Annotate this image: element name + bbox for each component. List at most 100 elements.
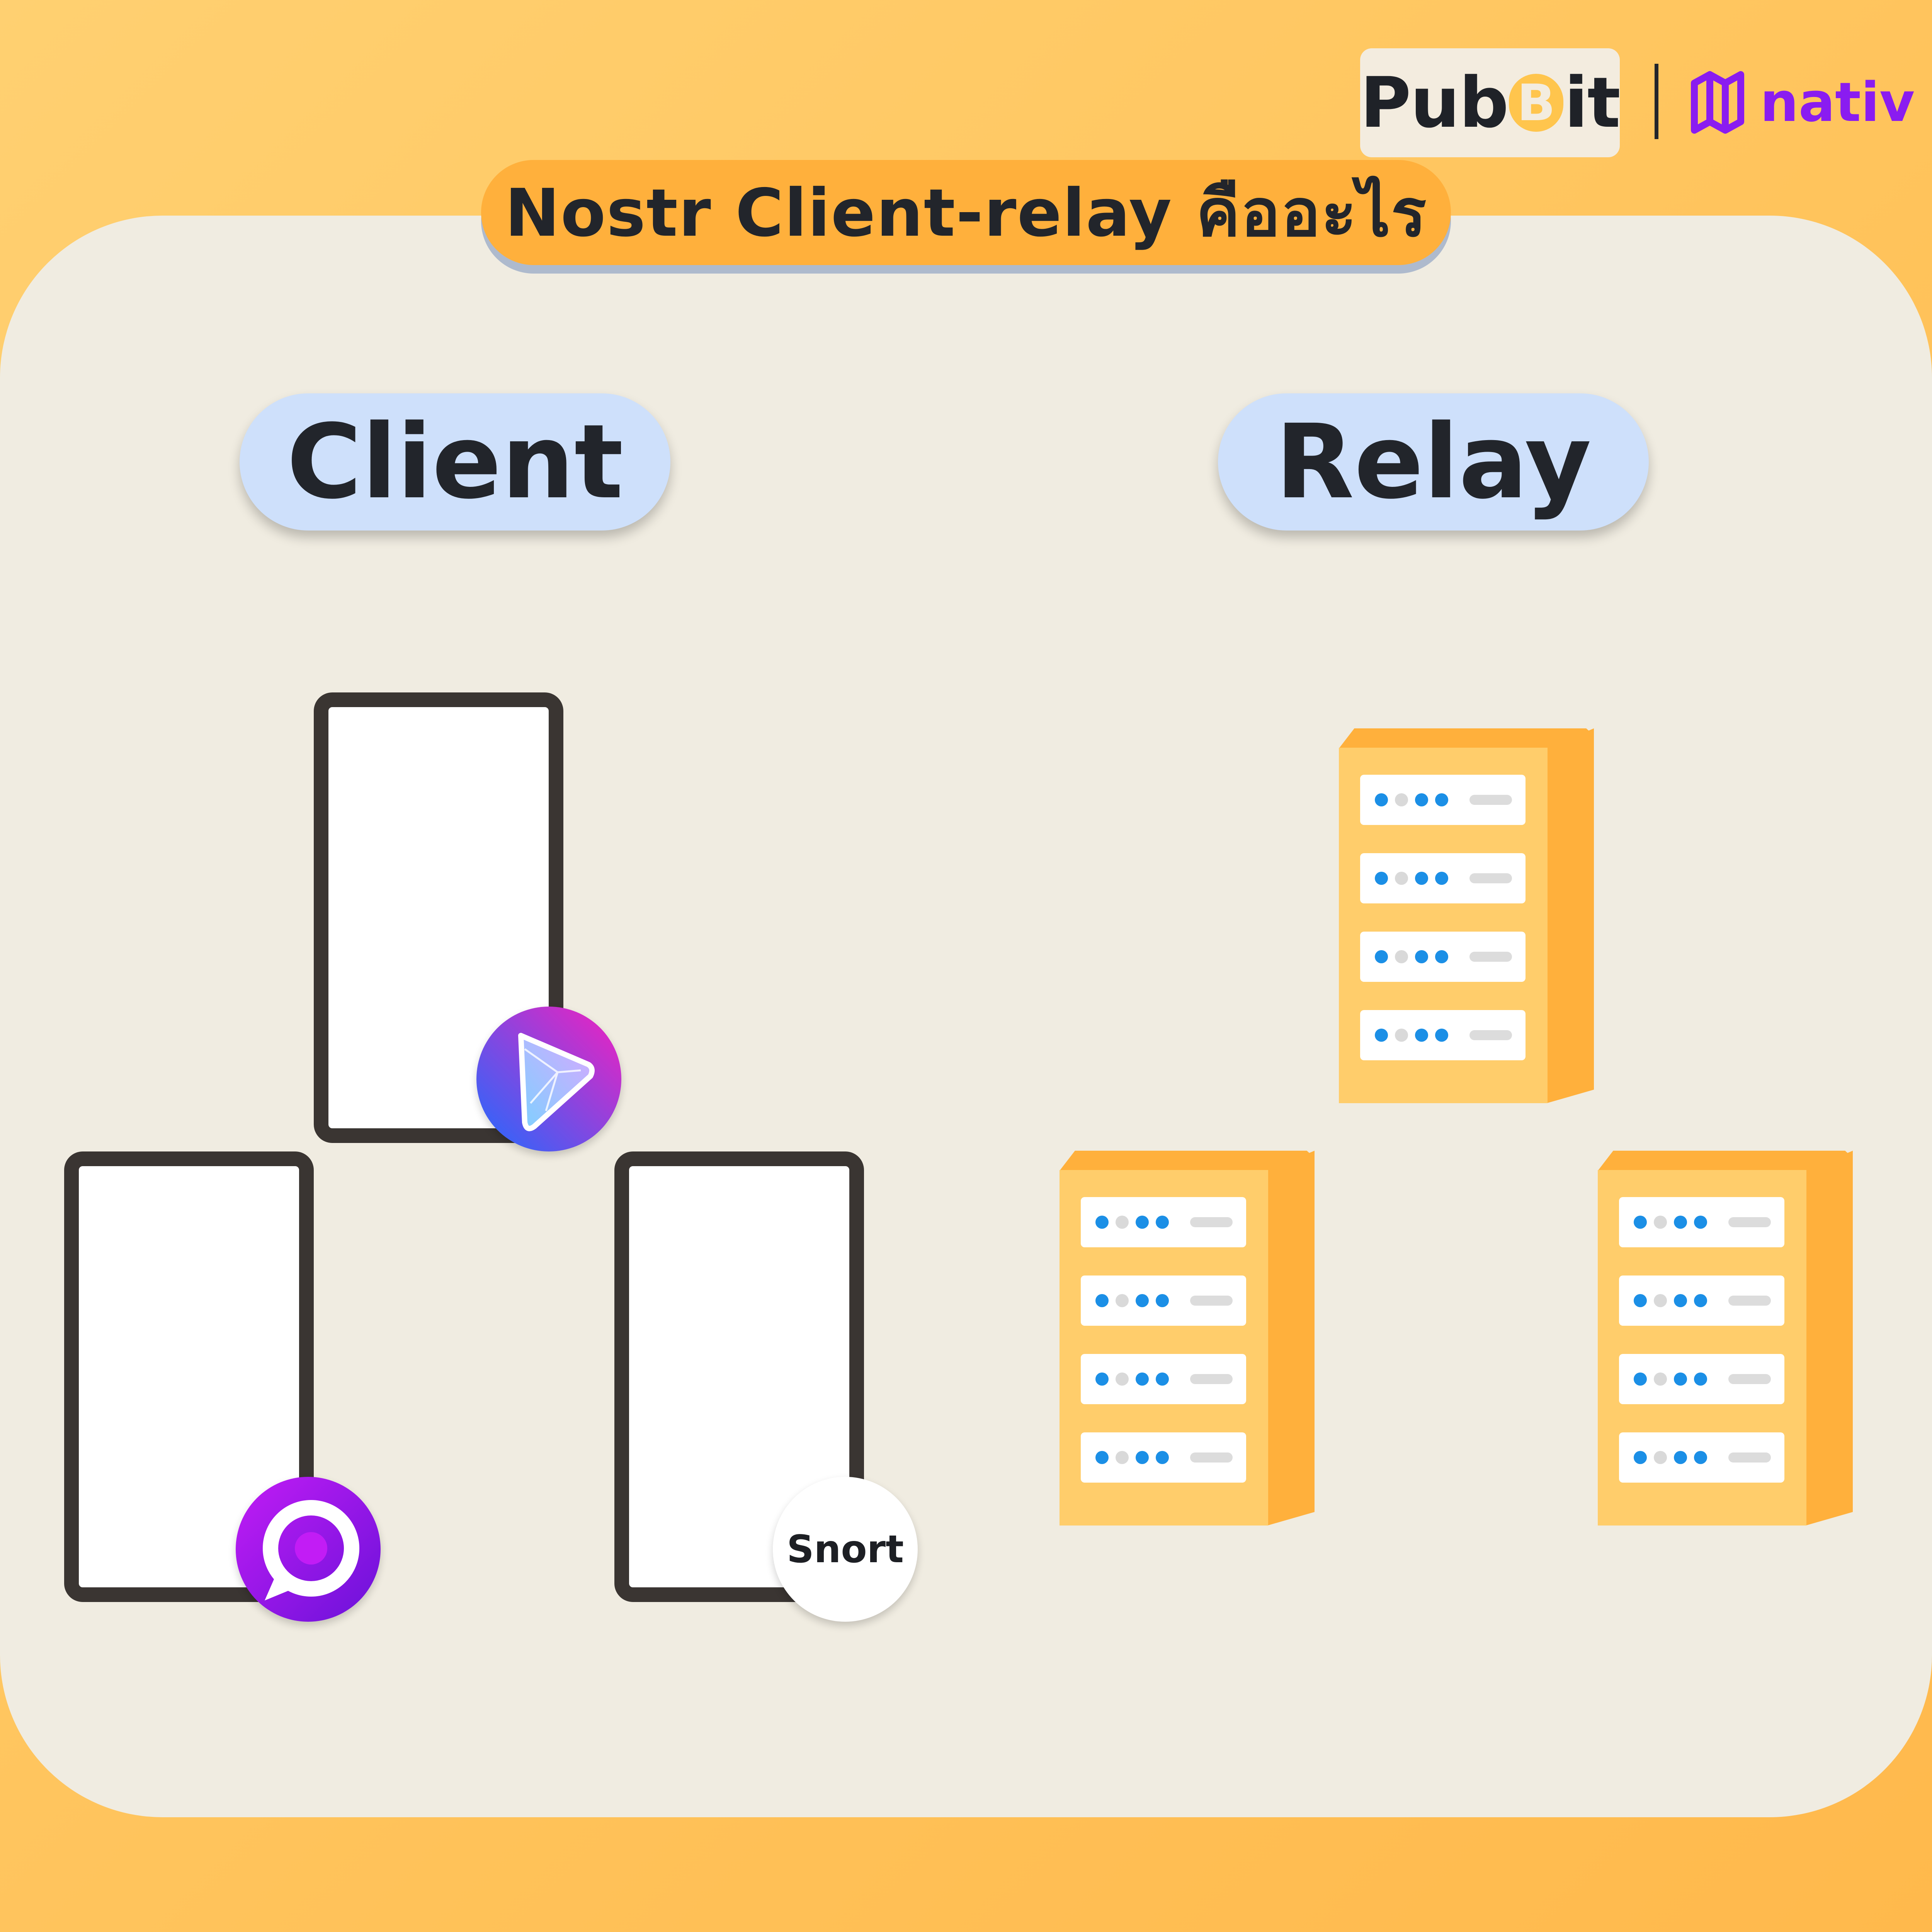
status-light-off [1116, 1372, 1129, 1386]
status-light-off [1654, 1451, 1667, 1464]
status-light-on [1136, 1372, 1149, 1386]
damus-icon [476, 1007, 621, 1151]
nativ-map-icon [1691, 71, 1744, 134]
server-slot [1081, 1276, 1246, 1326]
drive-bar [1469, 873, 1512, 883]
status-light-on [1435, 872, 1448, 885]
server-slot [1619, 1432, 1784, 1483]
status-light-off [1116, 1294, 1129, 1307]
status-light-on [1435, 950, 1448, 963]
server-top [1060, 1151, 1315, 1171]
server-slot [1081, 1432, 1246, 1483]
status-light-on [1375, 1029, 1388, 1042]
client-phone-top [314, 692, 563, 1143]
client-tag: Client [240, 393, 670, 531]
server-front [1598, 1170, 1806, 1526]
server-slot [1081, 1354, 1246, 1404]
pubbit-logo-left: Pub [1360, 62, 1509, 143]
status-light-on [1156, 1216, 1169, 1229]
client-label: Client [286, 402, 624, 522]
status-light-on [1694, 1372, 1707, 1386]
status-light-on [1674, 1216, 1687, 1229]
status-light-off [1395, 1029, 1408, 1042]
status-light-on [1435, 1029, 1448, 1042]
status-light-off [1395, 793, 1408, 806]
status-light-on [1156, 1294, 1169, 1307]
status-light-on [1634, 1294, 1647, 1307]
drive-bar [1728, 1296, 1771, 1306]
server-side [1806, 1151, 1853, 1526]
status-light-on [1136, 1216, 1149, 1229]
relay-server [1598, 1151, 1853, 1526]
status-light-on [1694, 1294, 1707, 1307]
server-top [1339, 728, 1594, 748]
status-light-on [1156, 1451, 1169, 1464]
nativ-logo: nativ [1687, 64, 1915, 141]
relay-tag: Relay [1218, 393, 1649, 531]
status-light-on [1375, 950, 1388, 963]
status-light-on [1095, 1451, 1109, 1464]
server-front [1339, 748, 1548, 1103]
drive-bar [1728, 1217, 1771, 1227]
server-slot [1360, 1010, 1526, 1060]
server-slot [1619, 1354, 1784, 1404]
relay-label: Relay [1275, 402, 1592, 522]
status-light-on [1136, 1451, 1149, 1464]
server-slot [1619, 1197, 1784, 1247]
status-light-on [1095, 1294, 1109, 1307]
status-light-on [1634, 1451, 1647, 1464]
status-light-off [1654, 1372, 1667, 1386]
drive-bar [1469, 952, 1512, 962]
server-top [1598, 1151, 1853, 1171]
status-light-on [1694, 1216, 1707, 1229]
status-light-on [1095, 1216, 1109, 1229]
bitcoin-coin-icon: B [1509, 74, 1564, 132]
status-light-on [1674, 1294, 1687, 1307]
server-slot [1081, 1197, 1246, 1247]
server-slot [1360, 775, 1526, 825]
status-light-on [1694, 1451, 1707, 1464]
status-light-off [1654, 1216, 1667, 1229]
status-light-off [1654, 1294, 1667, 1307]
status-light-on [1156, 1372, 1169, 1386]
status-light-off [1116, 1216, 1129, 1229]
nativ-logo-text: nativ [1760, 71, 1915, 134]
status-light-off [1116, 1451, 1129, 1464]
drive-bar [1190, 1217, 1233, 1227]
drive-bar [1190, 1452, 1233, 1463]
snort-label: Snort [787, 1527, 904, 1571]
status-light-on [1415, 793, 1428, 806]
status-light-off [1395, 872, 1408, 885]
server-side [1547, 728, 1594, 1103]
snort-icon: Snort [773, 1477, 918, 1622]
server-slot [1360, 853, 1526, 903]
status-light-on [1634, 1216, 1647, 1229]
drive-bar [1728, 1452, 1771, 1463]
title-pill: Nostr Client-relay คืออะไร [481, 160, 1451, 265]
status-light-on [1375, 872, 1388, 885]
pubbit-logo-right: it [1564, 62, 1621, 143]
status-light-on [1415, 872, 1428, 885]
server-side [1267, 1151, 1315, 1526]
server-slot [1619, 1276, 1784, 1326]
status-light-on [1136, 1294, 1149, 1307]
drive-bar [1469, 1030, 1512, 1040]
amethyst-icon [236, 1477, 381, 1622]
relay-server [1339, 728, 1594, 1103]
status-light-on [1435, 793, 1448, 806]
drive-bar [1469, 795, 1512, 805]
drive-bar [1728, 1374, 1771, 1384]
status-light-on [1415, 1029, 1428, 1042]
logo-divider [1655, 64, 1658, 139]
status-light-on [1674, 1372, 1687, 1386]
relay-server [1060, 1151, 1315, 1526]
status-light-on [1674, 1451, 1687, 1464]
status-light-on [1095, 1372, 1109, 1386]
drive-bar [1190, 1374, 1233, 1384]
status-light-on [1415, 950, 1428, 963]
drive-bar [1190, 1296, 1233, 1306]
status-light-on [1634, 1372, 1647, 1386]
server-front [1060, 1170, 1268, 1526]
server-slot [1360, 932, 1526, 982]
